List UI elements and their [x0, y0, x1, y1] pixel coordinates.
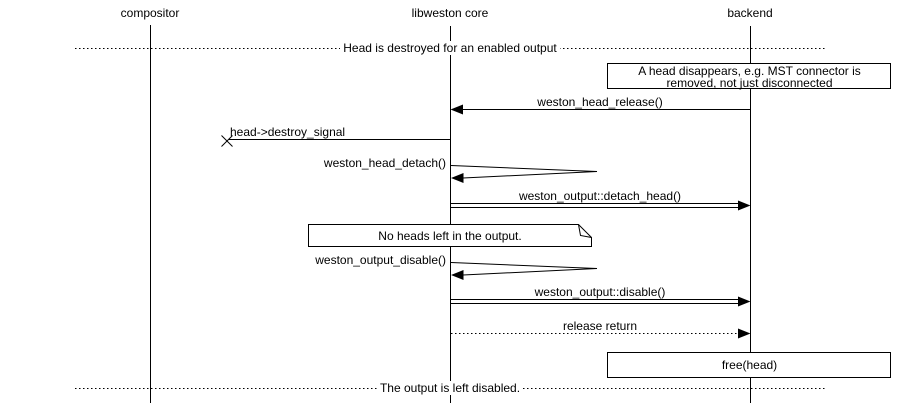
- label-output-disable: weston_output_disable(): [315, 253, 446, 267]
- divider-top-text: Head is destroyed for an enabled output: [340, 41, 560, 55]
- label-destroy-signal: head->destroy_signal: [230, 125, 346, 139]
- participant-backend: backend: [727, 6, 773, 20]
- note-no-heads-fold: [578, 224, 592, 238]
- note-head-disappears-box: [607, 63, 891, 89]
- selfcall-output-disable-out: [450, 262, 598, 269]
- lost-message-cross: [221, 135, 233, 147]
- arrow-head-release-head: [450, 104, 463, 115]
- selfcall-output-disable-head: [451, 270, 464, 280]
- participant-compositor: compositor: [120, 6, 180, 20]
- selfcall-output-disable-return: [462, 268, 598, 276]
- note-head-disappears: A head disappears, e.g. MST connector is…: [608, 65, 891, 89]
- participant-libweston-core: libweston core: [411, 6, 489, 20]
- label-disable: weston_output::disable(): [534, 285, 666, 299]
- action-free-head-text: free(head): [721, 358, 778, 372]
- selfcall-head-detach-head: [451, 173, 464, 183]
- arrow-detach-head-head: [738, 200, 751, 211]
- note-no-heads-box: [308, 224, 592, 247]
- divider-bottom: The output is left disabled.: [150, 381, 750, 395]
- selfcall-head-detach-out: [450, 165, 598, 172]
- divider-top: Head is destroyed for an enabled output: [150, 41, 750, 55]
- note-head-disappears-line2: removed, not just disconnected: [666, 76, 833, 90]
- arrow-release-return-head: [738, 328, 751, 339]
- label-release-return: release return: [562, 319, 638, 333]
- arrow-disable-head: [738, 296, 751, 307]
- label-head-release: weston_head_release(): [537, 95, 663, 109]
- note-head-disappears-line1: A head disappears, e.g. MST connector is: [638, 64, 861, 78]
- label-detach-head: weston_output::detach_head(): [518, 189, 682, 203]
- selfcall-head-detach-return: [462, 171, 598, 179]
- divider-bottom-text: The output is left disabled.: [376, 381, 524, 395]
- label-head-detach: weston_head_detach(): [323, 156, 446, 170]
- action-free-head-box: [607, 352, 891, 378]
- note-no-heads-text: No heads left in the output.: [378, 229, 522, 243]
